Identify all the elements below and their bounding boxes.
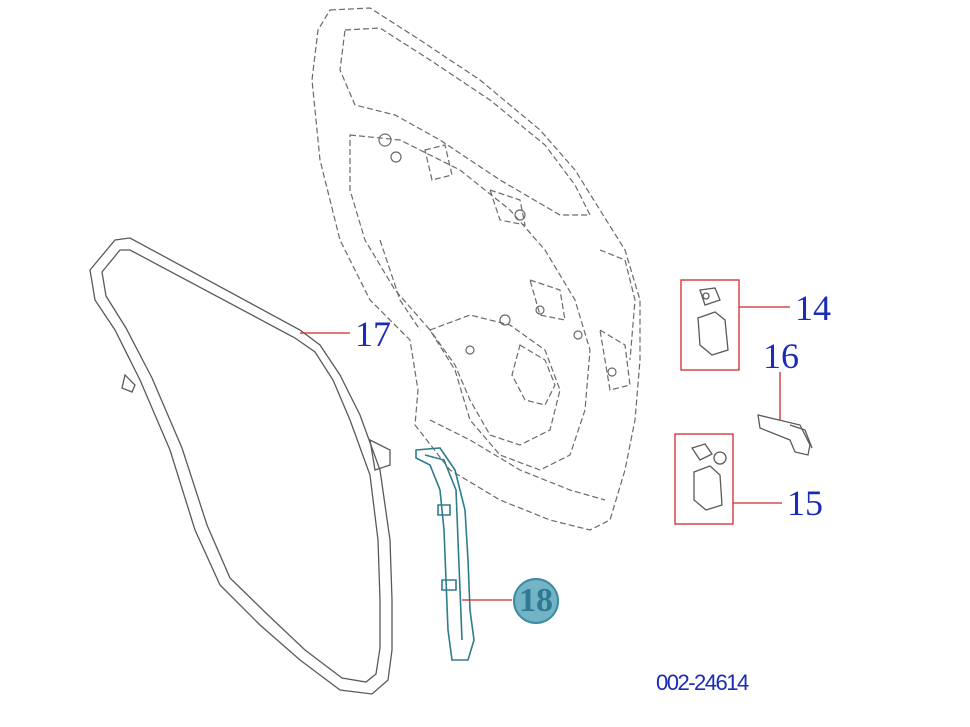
- reference-code: 002-24614: [656, 670, 749, 695]
- hinge-14: [697, 287, 729, 356]
- callout-15: 15: [787, 483, 823, 523]
- check-arm-16: [757, 414, 813, 456]
- door-panel-holes: [378, 133, 617, 377]
- callout-18-badge: 18: [513, 578, 559, 624]
- seal-18: [415, 447, 475, 661]
- hinge-15-box: [674, 433, 734, 525]
- weatherstrip-17: [89, 237, 393, 695]
- hinge-15: [690, 443, 727, 511]
- hinge-14-box: [680, 279, 740, 371]
- door-panel: [311, 7, 641, 531]
- callout-18: 18: [519, 582, 553, 619]
- callout-17: 17: [355, 314, 391, 354]
- callout-14: 14: [795, 288, 831, 328]
- leader-lines: [300, 306, 790, 601]
- callout-16: 16: [763, 336, 799, 376]
